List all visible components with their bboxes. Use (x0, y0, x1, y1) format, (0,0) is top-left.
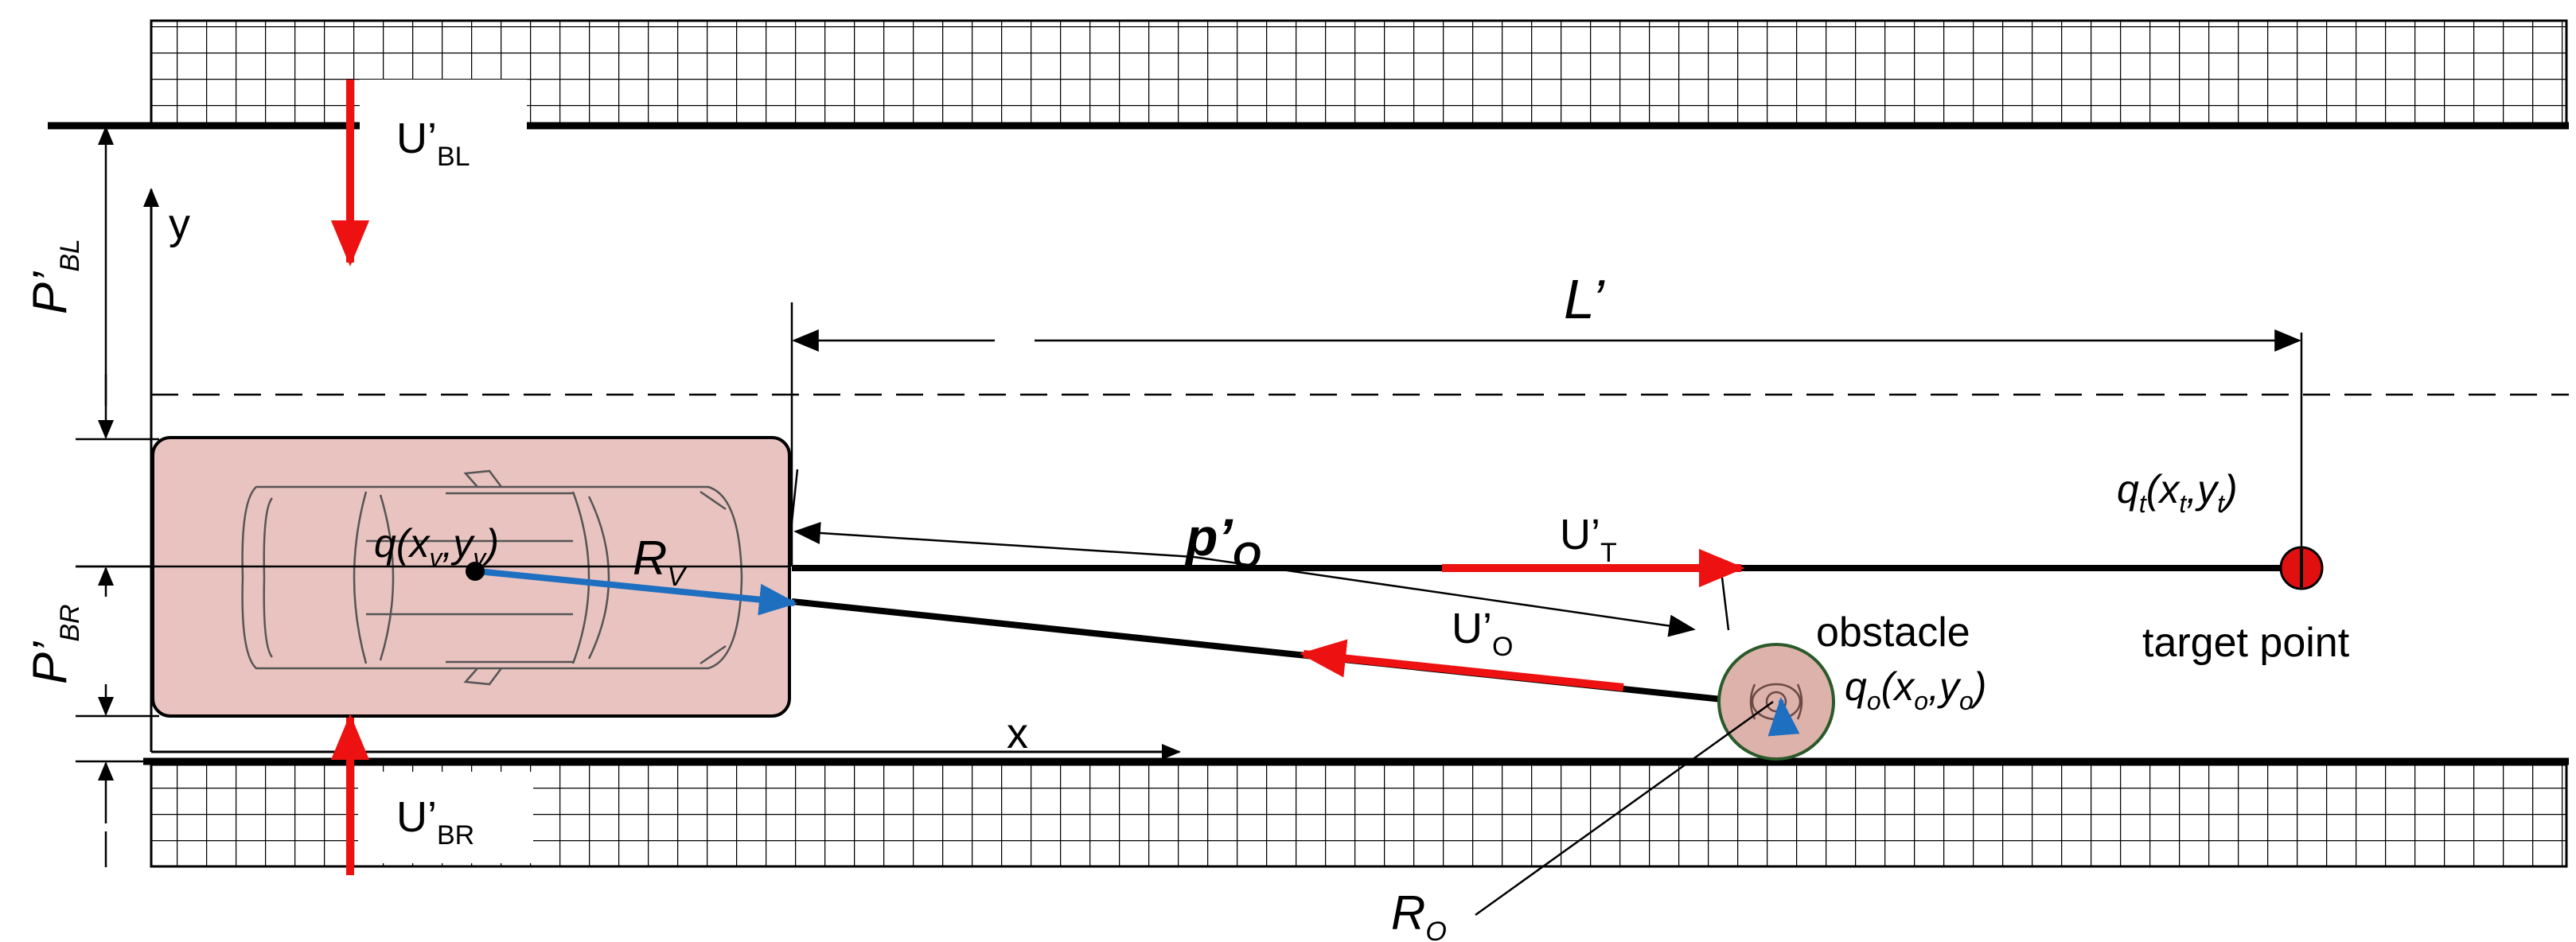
r-v-arrow (477, 568, 797, 616)
radius-arrows (477, 568, 797, 616)
x-axis-label: x (1007, 710, 1028, 757)
u-t-label: U’T (1560, 511, 1617, 568)
u-o-arrow (1300, 639, 1624, 691)
dimension-lines (76, 126, 159, 867)
l-prime-label: L’ (1564, 268, 1605, 330)
target-position-label: qt(xt,yt) (2117, 467, 2238, 518)
obstacle-position-label: qo(xo,yo) (1845, 664, 1986, 715)
vehicle-obstacle-line (791, 598, 1775, 708)
p-o-label: p’O (1184, 508, 1261, 576)
obstacle-marker (1717, 643, 1835, 761)
car-top-view-icon (241, 469, 743, 686)
p-br-label: P’BR (23, 604, 85, 684)
target-point-icon (2279, 546, 2324, 590)
u-br-label-bg (358, 772, 533, 863)
u-bl-label-bg (360, 80, 527, 175)
l-prime-dimension (790, 302, 2303, 566)
target-point-label: target point (2142, 620, 2350, 666)
r-o-leader-line (1475, 700, 1774, 917)
vehicle-center-point (466, 562, 485, 581)
u-br-label: U’BR (396, 793, 474, 851)
u-bl-label: U’BL (396, 115, 470, 172)
vehicle-position-label: q(xv,yv) (374, 521, 499, 572)
obstacle-radius-arrow (1767, 697, 1800, 737)
lower-barrier (143, 757, 2569, 868)
r-v-label: RV (633, 531, 688, 592)
y-axis-label: y (169, 200, 190, 248)
obstacle-label: obstacle (1816, 609, 1970, 656)
p-bl-label: P’BL (23, 239, 85, 314)
r-o-label: RO (1391, 886, 1447, 942)
force-arrows (330, 80, 1745, 875)
upper-barrier (48, 19, 2569, 175)
u-o-label: U’O (1452, 605, 1513, 662)
